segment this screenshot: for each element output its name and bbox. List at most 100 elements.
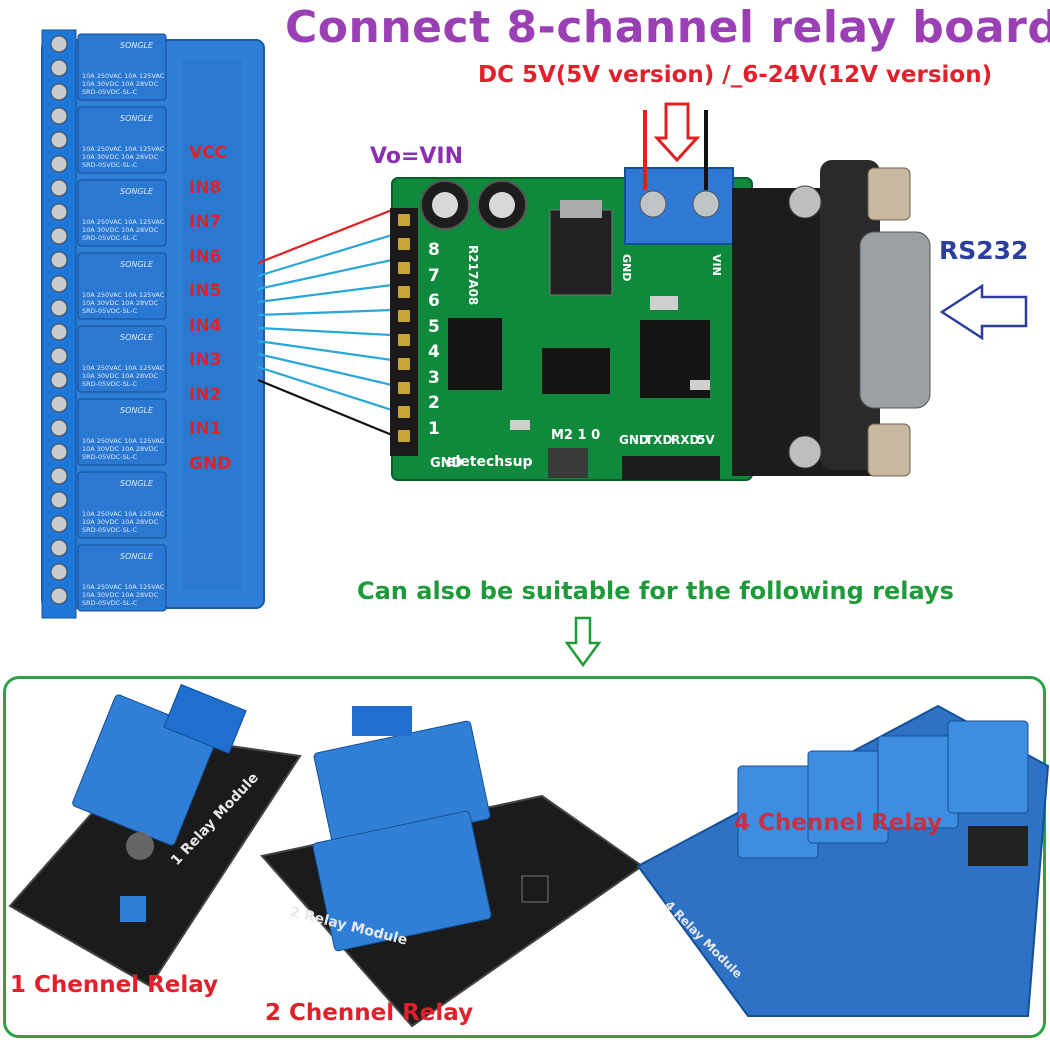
wire-in4 (257, 326, 393, 337)
wire-in8 (257, 233, 393, 278)
relay-spec-print: 10A 250VAC 10A 125VAC (82, 145, 165, 153)
four-channel-relay-label: 4 Chennel Relay (734, 810, 943, 836)
controller-pin-number: 5 (428, 316, 440, 337)
header-pin (398, 310, 410, 322)
terminal-screw (50, 251, 68, 269)
header-pin (398, 382, 410, 394)
terminal-screw (50, 59, 68, 77)
two-channel-relay-module (260, 706, 644, 1028)
wire-in6 (257, 283, 393, 304)
terminal-screw (50, 299, 68, 317)
controller-brand: eletechsup (446, 454, 533, 470)
terminal-screw (50, 395, 68, 413)
terminal-vin-label: VIN (710, 254, 723, 276)
rs232-left-arrow-icon (939, 283, 1028, 341)
wire-in1 (257, 365, 393, 412)
relay-brand-print: SONGLE (120, 333, 154, 342)
terminal-screw (50, 35, 68, 53)
controller-gnd-label: GND (430, 456, 463, 471)
relay-pin-label-in1: IN1 (189, 419, 222, 439)
terminal-screw (50, 467, 68, 485)
terminal-screw (50, 443, 68, 461)
header-pin (398, 430, 410, 442)
terminal-screw (50, 539, 68, 557)
terminal-screw (50, 419, 68, 437)
relay-brand-print: SONGLE (120, 406, 154, 415)
relay-spec-print: SRD-05VDC-SL-C (82, 88, 138, 96)
header-pin (398, 214, 410, 226)
relay-brand-print: SONGLE (120, 552, 154, 561)
terminal-screw (50, 515, 68, 533)
wire-in3 (257, 339, 393, 362)
relay-spec-print: SRD-05VDC-SL-C (82, 380, 138, 388)
mcu-chip (542, 348, 610, 394)
relay-pin-label-in6: IN6 (189, 246, 222, 267)
header-pin (398, 406, 410, 418)
header-pin (398, 262, 410, 274)
relay-spec-print: SRD-05VDC-SL-C (82, 599, 138, 607)
terminal-screw (50, 131, 68, 149)
terminal-screw (50, 371, 68, 389)
relay-spec-print: 10A 30VDC 10A 28VDC (82, 153, 159, 161)
chip-left (448, 318, 502, 390)
relay-brand-print: SONGLE (120, 41, 154, 50)
terminal-screw (50, 563, 68, 581)
relay-spec-print: 10A 250VAC 10A 125VAC (82, 291, 165, 299)
terminal-screw (50, 323, 68, 341)
terminal-screw (50, 107, 68, 125)
relay-spec-print: 10A 30VDC 10A 28VDC (82, 226, 159, 234)
controller-pin-number: 1 (428, 418, 440, 439)
terminal-screw (50, 347, 68, 365)
header-pin (398, 334, 410, 346)
wire-gnd (257, 378, 393, 437)
suitable-relays-label: Can also be suitable for the following r… (357, 577, 954, 605)
header-pin (398, 358, 410, 370)
relay-spec-print: SRD-05VDC-SL-C (82, 307, 138, 315)
relay-pin-label-in7: IN7 (189, 212, 222, 232)
connection-wires (257, 208, 393, 437)
header-pin (398, 238, 410, 250)
relay-pin-label-in8: IN8 (189, 177, 222, 198)
relay-brand-print: SONGLE (120, 260, 154, 269)
relay-spec-print: 10A 30VDC 10A 28VDC (82, 518, 159, 526)
terminal-screw (50, 203, 68, 221)
relay-brand-print: SONGLE (120, 187, 154, 196)
two-channel-relay-label: 2 Chennel Relay (265, 1000, 474, 1026)
controller-model: R217A08 (466, 245, 480, 306)
relay-brand-print: SONGLE (120, 479, 154, 488)
relay-spec-print: 10A 30VDC 10A 28VDC (82, 299, 159, 307)
relay-spec-print: 10A 30VDC 10A 28VDC (82, 372, 159, 380)
rs232-controller-board (390, 160, 931, 481)
four-channel-relay-module (636, 704, 1050, 1017)
relay-spec-print: 10A 250VAC 10A 125VAC (82, 510, 165, 518)
wire-in5 (257, 308, 393, 317)
page-title: Connect 8-channel relay board (285, 2, 1050, 53)
uart-header-label-5v: 5V (697, 433, 715, 447)
one-channel-relay-label: 1 Chennel Relay (10, 972, 219, 998)
controller-pin-number: 4 (428, 342, 440, 362)
header-pin (398, 286, 410, 298)
relay-spec-print: SRD-05VDC-SL-C (82, 526, 138, 534)
relay-spec-print: SRD-05VDC-SL-C (82, 161, 138, 169)
terminal-screw (50, 179, 68, 197)
rs232-label: RS232 (939, 236, 1029, 265)
relay-pin-label-in4: IN4 (189, 315, 222, 336)
power-down-arrow-icon (653, 102, 701, 163)
one-channel-relay-module (8, 683, 302, 988)
terminal-screw (50, 491, 68, 509)
terminal-screw (50, 587, 68, 605)
relay-spec-print: 10A 250VAC 10A 125VAC (82, 583, 165, 591)
relay-spec-print: 10A 30VDC 10A 28VDC (82, 445, 159, 453)
suitable-down-arrow-icon (564, 616, 602, 668)
vo-vin-label: Vo=VIN (370, 144, 463, 169)
uart-header-label-txd: TXD (645, 433, 673, 447)
relay-spec-print: 10A 250VAC 10A 125VAC (82, 72, 165, 80)
controller-pin-number: 2 (428, 393, 440, 413)
uart-header-label-rxd: RXD (671, 433, 700, 447)
